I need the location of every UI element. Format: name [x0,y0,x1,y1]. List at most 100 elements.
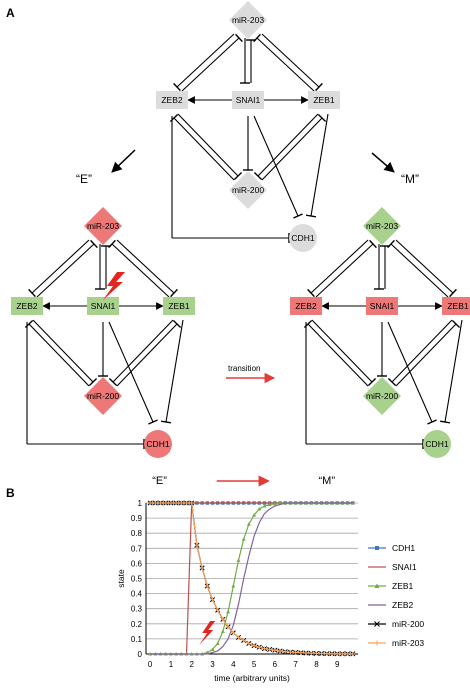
zeb1-node-m-state [442,297,470,315]
data-point [169,501,173,505]
zeb1-node-e-state [163,297,195,315]
data-point [335,652,340,656]
zeb2-node-label: ZEB2 [161,95,183,105]
data-point [158,501,163,505]
cdh1-node-label: CDH1 [146,439,169,449]
arrow-to-m [371,152,395,173]
data-point [195,543,199,548]
data-point [153,501,158,505]
y-tick-label: 0.6 [131,559,143,568]
snai1-node-m-state [366,297,398,315]
zeb2-node-label: ZEB2 [16,301,38,311]
data-point [247,641,251,646]
zeb1-node-label: ZEB1 [168,301,190,311]
y-tick-label: 1 [138,499,143,508]
data-point [163,501,168,505]
data-point [236,635,241,640]
data-point [221,617,225,622]
data-point [148,501,152,505]
snai1-node-label: SNAI1 [236,95,261,105]
data-point [241,537,246,541]
x-axis-label: time (arbitrary units) [214,673,290,683]
mir203-node-neutral [229,1,267,39]
data-point [252,643,256,648]
legend-label: miR-203 [392,638,424,648]
data-point [319,651,324,656]
data-point [231,584,236,588]
y-axis-label: state [116,569,126,588]
y-tick-label: 0.3 [131,605,143,614]
data-point [226,609,231,614]
data-point [236,558,241,562]
legend-item: CDH1 [368,543,415,553]
x-tick-label: 3 [210,660,215,669]
legend-label: CDH1 [392,543,415,553]
y-tick-label: 0.5 [131,575,143,584]
data-point [205,584,210,588]
data-point [210,647,215,651]
lightning-icon [103,272,125,300]
legend-label: SNAI1 [392,562,417,572]
x-tick-label: 6 [273,660,278,669]
x-tick-label: 0 [148,660,153,669]
data-point [241,638,246,643]
y-tick-label: 0.7 [131,544,143,553]
state-label-e: “E” [76,172,92,186]
data-point [314,651,319,656]
legend-item: ZEB1 [368,581,414,591]
data-point [340,652,345,656]
snai1-node-e-state [87,297,119,315]
cdh1-node-m-state [423,430,451,458]
zeb2-node-label: ZEB2 [295,301,317,311]
data-point [148,652,153,656]
mir203-node-label: miR-203 [87,221,119,231]
data-point [257,507,262,511]
data-point [325,651,329,656]
mir203-node-m-state [363,207,401,245]
data-point [231,631,236,635]
mir203-node-label: miR-203 [366,221,398,231]
data-point [351,652,355,656]
zeb1-node-neutral [308,91,340,109]
mir203-node-e-state [84,207,122,245]
cdh1-node-label: CDH1 [425,439,448,449]
data-point [267,647,272,652]
state-label-m: “M” [401,172,419,186]
panel-label-a: A [6,6,15,20]
data-point [267,502,272,507]
data-point [252,513,257,517]
x-tick-label: 9 [335,660,340,669]
x-tick-label: 2 [189,660,194,669]
data-point [262,504,267,508]
lightning-icon [199,621,216,645]
data-point [200,566,204,570]
x-tick-label: 8 [314,660,319,669]
legend-item: miR-200 [368,619,424,629]
snai1-node-label: SNAI1 [370,301,395,311]
chart-m-label: “M” [319,475,336,487]
zeb2-node-neutral [156,91,188,109]
y-tick-label: 0 [138,650,143,659]
data-point [293,650,298,655]
legend-label: ZEB2 [392,600,414,610]
y-tick-label: 0.8 [131,529,143,538]
transition-label: transition [228,364,260,373]
series-line-ZEB2 [150,502,353,655]
chart-e-label: “E” [152,475,167,487]
y-tick-label: 0.2 [131,620,143,629]
data-point [179,501,184,505]
data-point [220,629,225,633]
x-tick-label: 5 [252,660,257,669]
data-point [226,625,230,629]
cdh1-node-label: CDH1 [291,233,314,243]
data-point [272,501,277,506]
legend-label: ZEB1 [392,581,414,591]
data-point [210,597,215,602]
mir200-node-m-state [363,377,401,415]
data-point [215,608,220,613]
series-line-miR-203 [150,502,353,655]
